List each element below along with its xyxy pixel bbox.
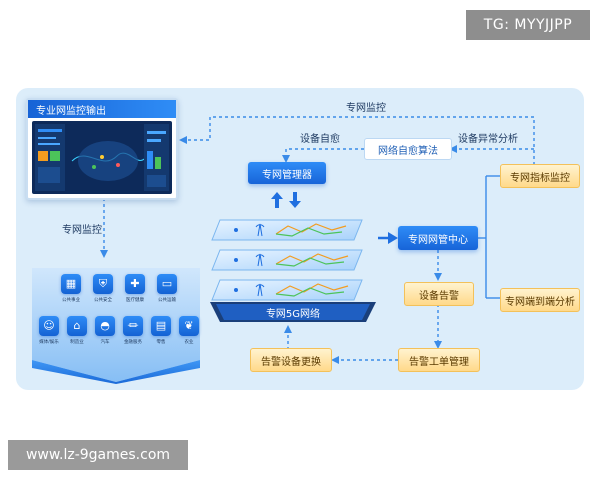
node-e2e-analysis: 专网端到端分析 bbox=[500, 288, 580, 312]
flow-connectors bbox=[100, 116, 535, 364]
sector-manufacturing: ⌂ 制造业 bbox=[64, 316, 90, 345]
node-alarm-ticket: 告警工单管理 bbox=[398, 348, 480, 372]
antenna-icon bbox=[255, 223, 265, 237]
network-layers bbox=[211, 219, 363, 301]
sector-automotive: ◓ 汽车 bbox=[92, 316, 118, 345]
network-layer-top bbox=[211, 219, 363, 241]
building-icon: ▦ bbox=[61, 274, 81, 294]
5g-banner-shape bbox=[210, 302, 376, 322]
shop-icon: ▤ bbox=[151, 316, 171, 336]
factory-icon: ⌂ bbox=[67, 316, 87, 336]
tg-watermark: TG: MYYJJPP bbox=[466, 10, 590, 40]
sector-financial-services: ⏛ 金融服务 bbox=[120, 316, 146, 345]
antenna-icon bbox=[255, 253, 265, 267]
monitor-dashboard-screen bbox=[32, 121, 172, 194]
node-private-net-manager: 专网管理器 bbox=[248, 162, 326, 184]
node-alarm-device-replace: 告警设备更换 bbox=[250, 348, 332, 372]
node-kpi-monitor: 专网指标监控 bbox=[500, 164, 580, 188]
sector-agriculture: ❦ 农业 bbox=[176, 316, 202, 345]
medical-kit-icon: ✚ bbox=[125, 274, 145, 294]
leaf-icon: ❦ bbox=[179, 316, 199, 336]
dashboard-thumbnail bbox=[35, 124, 169, 191]
sector-healthcare: ✚ 医疗健康 bbox=[122, 274, 148, 303]
industry-platform: ▦ 公共事业 ⛨ 公共安全 ✚ 医疗健康 ▭ 公共运输 ☺ 媒体/娱乐 ⌂ 制造… bbox=[26, 256, 206, 384]
bus-icon: ▭ bbox=[157, 274, 177, 294]
sector-media-entertainment: ☺ 媒体/娱乐 bbox=[36, 316, 62, 345]
monitor-title: 专业网监控输出 bbox=[28, 100, 176, 118]
antenna-icon bbox=[255, 283, 265, 297]
label-device-self-heal: 设备自愈 bbox=[300, 134, 340, 145]
node-self-heal-algorithm: 网络自愈算法 bbox=[364, 138, 452, 160]
sector-public-transport: ▭ 公共运输 bbox=[154, 274, 180, 303]
node-device-alarm: 设备告警 bbox=[404, 282, 474, 306]
node-private-net-center: 专网网管中心 bbox=[398, 226, 478, 250]
sector-retail: ▤ 零售 bbox=[148, 316, 174, 345]
people-icon: ☺ bbox=[39, 316, 59, 336]
label-device-anomaly: 设备异常分析 bbox=[458, 134, 518, 145]
label-private-monitor-top: 专网监控 bbox=[346, 103, 386, 114]
connector-algorithm-to-manager bbox=[282, 148, 364, 163]
network-layer-bottom bbox=[211, 279, 363, 301]
connector-kpi-to-monitor bbox=[179, 116, 535, 165]
monitor-window: 专业网监控输出 bbox=[26, 98, 178, 200]
network-layer-middle bbox=[211, 249, 363, 271]
label-private-monitor-left: 专网监控 bbox=[62, 225, 102, 236]
sector-public-utility: ▦ 公共事业 bbox=[58, 274, 84, 303]
bank-icon: ⏛ bbox=[123, 316, 143, 336]
shield-icon: ⛨ bbox=[93, 274, 113, 294]
url-watermark: www.lz-9games.com bbox=[8, 440, 188, 470]
private-5g-network-label: 专网5G网络 bbox=[265, 308, 321, 320]
platform-base bbox=[32, 268, 200, 384]
car-icon: ◓ bbox=[95, 316, 115, 336]
sector-public-safety: ⛨ 公共安全 bbox=[90, 274, 116, 303]
